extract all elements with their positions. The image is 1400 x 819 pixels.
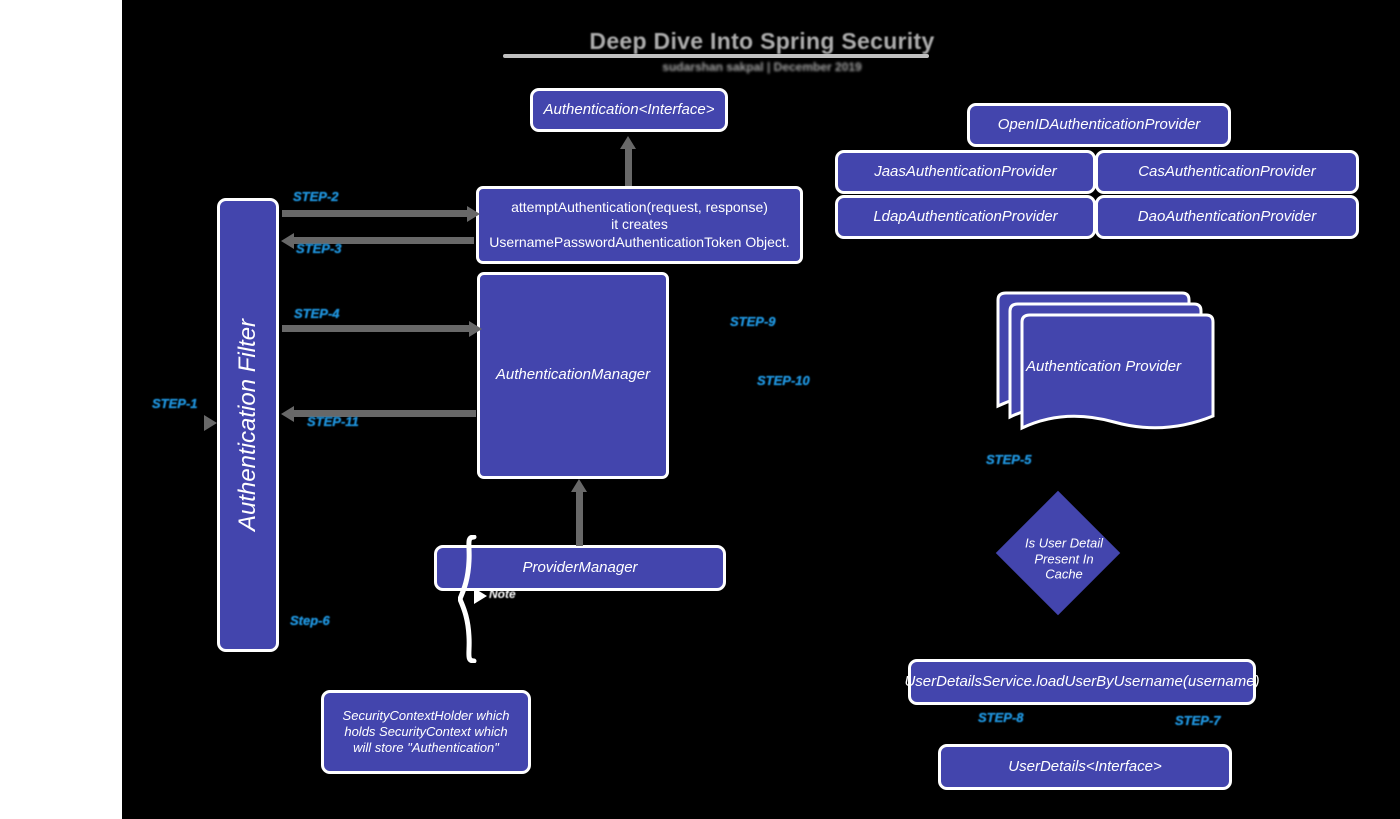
- step-label-5: STEP-5: [986, 452, 1032, 467]
- node-authentication-interface[interactable]: Authentication<Interface>: [530, 88, 728, 132]
- node-authentication-filter[interactable]: Authentication Filter: [217, 198, 279, 652]
- provider-doc-front: [1014, 312, 1215, 432]
- step-label-11: STEP-11: [307, 414, 359, 429]
- node-user-details-interface[interactable]: UserDetails<Interface>: [938, 744, 1232, 790]
- arrow-step4-line: [282, 325, 474, 332]
- arrowhead-down-details-right: [1193, 736, 1207, 747]
- node-provider-dao[interactable]: DaoAuthenticationProvider: [1095, 195, 1359, 239]
- node-security-context-holder[interactable]: SecurityContextHolder which holds Securi…: [321, 690, 531, 774]
- step-label-3: STEP-3: [296, 241, 342, 256]
- arrowhead-right-step2: [467, 206, 480, 222]
- arrow-provider-to-manager: [576, 492, 583, 546]
- node-provider-manager[interactable]: ProviderManager: [434, 545, 726, 591]
- arrowhead-right-step1: [204, 415, 217, 431]
- node-provider-cas[interactable]: CasAuthenticationProvider: [1095, 150, 1359, 194]
- step-label-6: Step-6: [290, 613, 330, 628]
- step-label-9: STEP-9: [730, 314, 776, 329]
- step-label-1: STEP-1: [152, 396, 198, 411]
- node-authentication-manager[interactable]: AuthenticationManager: [477, 272, 669, 479]
- arrowhead-up-authentication: [620, 136, 636, 149]
- step-label-2: STEP-2: [293, 189, 339, 204]
- authentication-filter-label: Authentication Filter: [234, 318, 261, 532]
- page-title: Deep Dive Into Spring Security: [589, 28, 935, 54]
- arrow-service-to-details-left: [969, 705, 971, 738]
- step-label-10: STEP-10: [757, 373, 810, 388]
- decision-cache-label: Is User Detail Present In Cache: [1024, 535, 1104, 582]
- arrow-attempt-to-authentication: [625, 148, 632, 188]
- step-label-4: STEP-4: [294, 306, 340, 321]
- arrowhead-up-manager: [571, 479, 587, 492]
- arrow-diamond-to-service: [1063, 620, 1065, 652]
- node-provider-ldap[interactable]: LdapAuthenticationProvider: [835, 195, 1096, 239]
- step-label-8: STEP-8: [978, 710, 1024, 725]
- title-divider: [503, 54, 929, 58]
- node-attempt-authentication[interactable]: attemptAuthentication(request, response)…: [476, 186, 803, 264]
- page-subtitle: sudarshan sakpal | December 2019: [662, 60, 862, 74]
- arrow-step3-line: [294, 237, 474, 244]
- node-user-details-service[interactable]: UserDetailsService.loadUserByUsername(us…: [904, 659, 1260, 705]
- note-label: Note: [489, 587, 516, 601]
- arrowhead-right-step4: [469, 321, 482, 337]
- authentication-provider-label: Authentication Provider: [1026, 358, 1182, 375]
- diagram-stage: Deep Dive Into Spring Security sudarshan…: [122, 0, 1400, 819]
- arrowhead-down-details-left: [963, 736, 977, 747]
- arrowhead-down-service: [1057, 650, 1071, 661]
- node-decision-cache[interactable]: Is User Detail Present In Cache: [995, 490, 1126, 621]
- arrowhead-right-note: [474, 588, 487, 604]
- arrowhead-left-step11: [281, 406, 294, 422]
- arrow-step2-line: [282, 210, 472, 217]
- arrow-service-to-details-right: [1199, 705, 1201, 738]
- attempt-authentication-text: attemptAuthentication(request, response)…: [489, 198, 790, 250]
- node-provider-openid[interactable]: OpenIDAuthenticationProvider: [967, 103, 1231, 147]
- node-authentication-provider-stack[interactable]: Authentication Provider: [990, 290, 1215, 440]
- node-provider-jaas[interactable]: JaasAuthenticationProvider: [835, 150, 1096, 194]
- step-label-7: STEP-7: [1175, 713, 1221, 728]
- arrowhead-left-step3: [281, 233, 294, 249]
- brace-bracket: [457, 534, 480, 664]
- arrow-step11-line: [294, 410, 476, 417]
